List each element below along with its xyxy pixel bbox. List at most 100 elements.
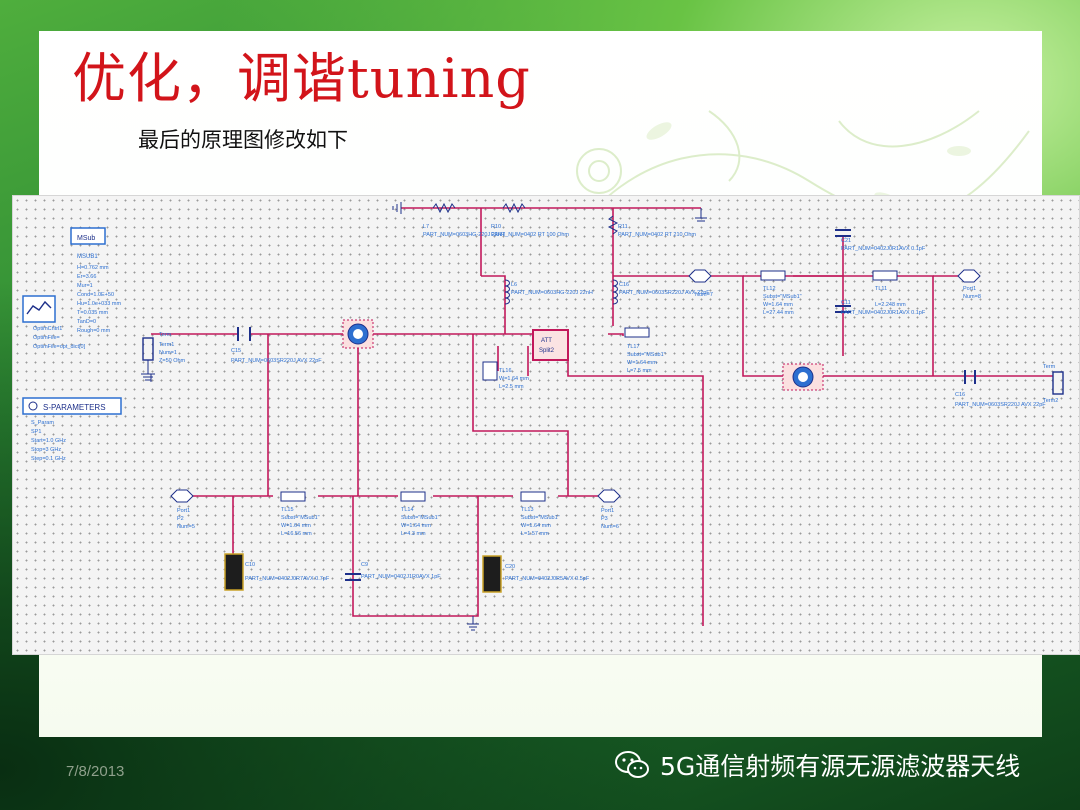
l7-part: PART_NUM=0603SR220J AVX 22pF [619, 290, 710, 296]
msub-head: MSub [77, 235, 95, 242]
tline-tl15[interactable]: TL15 Subst="MSub1" W=1.64 mm L=16.56 mm [280, 491, 320, 537]
tl14-line: W=1.64 mm [401, 523, 431, 529]
tl15-name: TL15 [281, 507, 294, 513]
tline-tl14[interactable]: TL14 Subst="MSub1" W=1.64 mm L=4.3 mm [400, 491, 440, 537]
capacitor-c15[interactable]: C15 PART_NUM=0603SR220J AVX 22pF [231, 327, 322, 364]
tline-tl11[interactable]: TL11 L=2.248 mm [872, 270, 906, 308]
msub-param: Er=3.66 [77, 274, 96, 280]
optim-line: OptimFile= [33, 335, 60, 341]
p2-num: Num=5 [177, 524, 195, 530]
tline-tl12[interactable]: TL12 Subst="MSub1" W=1.64 mm L=27.44 mm [760, 270, 802, 316]
term-port-2[interactable]: Term Term2 [1043, 364, 1064, 404]
tl15-line: Subst="MSub1" [281, 515, 320, 521]
r11-name: R10 [491, 224, 501, 230]
tl17-line: Subst="MSub1" [627, 352, 666, 358]
msub-param: T=0.035 mm [77, 310, 108, 316]
r9-part: PART_NUM=0402 RT 210 Ohm [618, 232, 696, 238]
tl11-line: L=2.248 mm [875, 302, 906, 308]
p3-name: P3 [601, 516, 608, 522]
hybrid-coupler-1[interactable] [342, 319, 374, 349]
tl13-line: W=1.64 mm [521, 523, 551, 529]
c20-part: PART_NUM=0402J0R5AVX 0.5pF [505, 576, 590, 582]
resistor-r11[interactable]: R10 PART_NUM=0402 RT 100 Ohm [491, 202, 569, 238]
tl16-line: W=1.64 mm [499, 376, 529, 382]
capacitor-c11[interactable]: C11 PART_NUM=0402J0R1AVX 0.1pF [835, 300, 926, 316]
c15-part: PART_NUM=0603SR220J AVX 22pF [231, 358, 322, 364]
capacitor-c10[interactable]: C10 PART_NUM=0402J0R7AVX 0.7pF [224, 553, 330, 591]
term-label: Term [159, 332, 172, 338]
substrate-block-msub[interactable]: MSub MSUB1 H=0.762 mm Er=3.66 Mur=1 Cond… [70, 227, 121, 334]
p4-num: Num=7 [695, 292, 713, 298]
l6-name: L6 [511, 282, 517, 288]
tline-tl17[interactable]: TL17 Subst="MSub1" W=1.64 mm L=7.5 mm [624, 327, 666, 374]
c10-part: PART_NUM=0402J0R7AVX 0.7pF [245, 576, 330, 582]
tl14-line: Subst="MSub1" [401, 515, 440, 521]
inductor-l6[interactable]: L6 PART_NUM=0603HG-220J 22nH [504, 279, 593, 305]
sparam-param: Start=1.0 GHz [31, 438, 66, 444]
capacitor-c9[interactable]: C9 PART_NUM=0402J1R0AVX 1pF [345, 562, 441, 581]
resistor-r10[interactable]: L7 PART_NUM=0603HG-220J 22nH [423, 202, 505, 238]
attenuator-block[interactable]: ATT Split2 [532, 329, 569, 361]
tl13-line: L=1.57 mm [521, 531, 549, 537]
msub-param: TanD=0 [77, 319, 96, 325]
inductor-l7[interactable]: C16 PART_NUM=0603SR220J AVX 22pF [612, 279, 710, 305]
sparam-param: SP1 [31, 429, 41, 435]
schematic-canvas[interactable]: MSub MSUB1 H=0.762 mm Er=3.66 Mur=1 Cond… [13, 196, 1079, 654]
c21-name: C21 [841, 238, 851, 244]
tl12-name: TL12 [763, 286, 776, 292]
optim-line: OptimFile=opt_dict[0] [33, 344, 86, 350]
port-p2[interactable]: Port1 P2 Num=5 [170, 489, 195, 530]
tl12-line: W=1.64 mm [763, 302, 793, 308]
slide-title: 优化，调谐tuning [72, 47, 531, 110]
port-p3[interactable]: Port1 P3 Num=6 [597, 489, 621, 530]
slide-date: 7/8/2013 [66, 763, 125, 780]
hybrid-coupler-2[interactable] [782, 363, 824, 391]
p5-num: Num=8 [963, 294, 981, 300]
c10-name: C10 [245, 562, 255, 568]
tl17-line: W=1.64 mm [627, 360, 657, 366]
c9-name: C9 [361, 562, 368, 568]
term-line: Term1 [159, 342, 174, 348]
resistor-r9[interactable]: R11 PART_NUM=0402 RT 210 Ohm [607, 215, 696, 238]
msub-name: MSUB1 [77, 254, 98, 260]
term-line: Z=50 Ohm [159, 358, 186, 364]
r11-part: PART_NUM=0402 RT 100 Ohm [491, 232, 569, 238]
ads-schematic-window[interactable]: MSub MSUB1 H=0.762 mm Er=3.66 Mur=1 Cond… [12, 195, 1080, 655]
p3-label: Port1 [601, 508, 614, 514]
msub-param: Rough=0 mm [77, 328, 111, 334]
optim-line: OptimCntrl1 [33, 326, 62, 332]
r10-name: L7 [423, 224, 429, 230]
c16-name: C16 [955, 392, 965, 398]
term-port-1[interactable]: Term Term1 Num=1 Z=50 Ohm [141, 332, 186, 381]
tl15-line: L=16.56 mm [281, 531, 312, 537]
capacitor-c16[interactable]: C16 PART_NUM=0603SR220J AVX 22pF [955, 370, 1046, 408]
l6-part: PART_NUM=0603HG-220J 22nH [511, 290, 593, 296]
optim-control-block[interactable]: OptimCntrl1 OptimFile= OptimFile=opt_dic… [22, 295, 86, 350]
c20-name: C20 [505, 564, 515, 570]
p5-label: Port1 [963, 286, 976, 292]
capacitor-c20[interactable]: C20 PART_NUM=0402J0R5AVX 0.5pF [482, 555, 590, 593]
tl13-line: Subst="MSub1" [521, 515, 560, 521]
tl15-line: W=1.64 mm [281, 523, 311, 529]
port-p4[interactable]: Num=7 [688, 269, 713, 298]
r10-part: PART_NUM=0603HG-220J 22nH [423, 232, 505, 238]
c11-name: C11 [841, 300, 851, 306]
schematic-wires [151, 207, 1053, 626]
sparam-param: Stop=3 GHz [31, 447, 61, 453]
ground-symbol [392, 202, 707, 222]
msub-param: H=0.762 mm [77, 265, 109, 271]
port-p5[interactable]: Port1 Num=8 [957, 269, 981, 300]
tl12-line: Subst="MSub1" [763, 294, 802, 300]
tl11-name: TL11 [875, 286, 887, 292]
p2-label: Port1 [177, 508, 190, 514]
tline-tl16[interactable]: TL16 W=1.64 mm L=2.5 mm [482, 361, 529, 390]
p2-name: P2 [177, 516, 184, 522]
split-label: Split2 [539, 348, 555, 354]
tline-tl13[interactable]: TL13 Subst="MSub1" W=1.64 mm L=1.57 mm [520, 491, 560, 537]
c16-part: PART_NUM=0603SR220J AVX 22pF [955, 402, 1046, 408]
sparam-controller[interactable]: S-PARAMETERS S_Param SP1 Start=1.0 GHz S… [22, 397, 122, 462]
capacitor-c21[interactable]: C21 PART_NUM=0402J0R1AVX 0.1pF [835, 229, 926, 252]
sparam-name: S_Param [31, 420, 54, 426]
tl16-line: L=2.5 mm [499, 384, 524, 390]
msub-param: Mur=1 [77, 283, 93, 289]
